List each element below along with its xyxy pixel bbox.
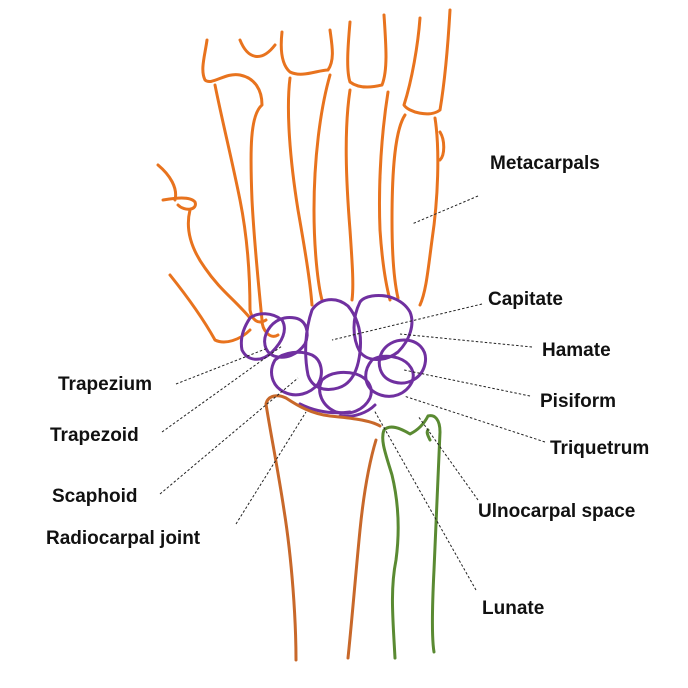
metacarpal-bones [156,8,452,344]
lunate-bone [318,370,373,415]
leader-scaphoid [159,377,299,495]
label-lunate: Lunate [482,598,544,619]
pisiform-bone [377,338,428,385]
leader-radiocarpal-joint [235,411,307,525]
label-radiocarpal-joint: Radiocarpal joint [46,528,201,549]
label-scaphoid: Scaphoid [52,486,138,507]
label-pisiform: Pisiform [540,391,616,412]
label-triquetrum: Triquetrum [550,438,649,459]
radius-bone [264,394,382,662]
leader-trapezoid [161,345,283,433]
trapezium-bone [239,312,286,361]
leader-trapezium [175,347,269,385]
ulna-bone [381,414,442,660]
capitate-bone [304,298,362,391]
label-metacarpals: Metacarpals [490,153,600,174]
index-metacarpal [201,38,280,338]
label-capitate: Capitate [488,289,563,310]
carpal-bones [239,294,428,418]
labels: Metacarpals Capitate Hamate Trapezium Pi… [46,153,649,619]
leader-lunate [373,409,477,591]
leader-metacarpals [411,195,479,225]
little-metacarpal [390,8,452,307]
ulna-outline [381,414,442,660]
label-ulnocarpal-space: Ulnocarpal space [478,501,635,522]
label-hamate: Hamate [542,340,611,361]
middle-metacarpal [238,28,334,307]
radius-outline [264,394,382,662]
thumb-metacarpal [156,163,252,344]
leader-capitate [331,303,483,341]
ring-metacarpal [344,13,392,302]
label-trapezium: Trapezium [58,374,152,395]
leader-pisiform [403,369,531,397]
leader-lines [159,195,546,591]
leader-triquetrum [403,395,546,443]
scaphoid-bone [270,350,323,397]
leader-ulnocarpal-space [417,415,479,501]
hamate-bone [352,294,414,361]
label-trapezoid: Trapezoid [50,425,139,446]
triquetrum-bone [364,354,415,398]
